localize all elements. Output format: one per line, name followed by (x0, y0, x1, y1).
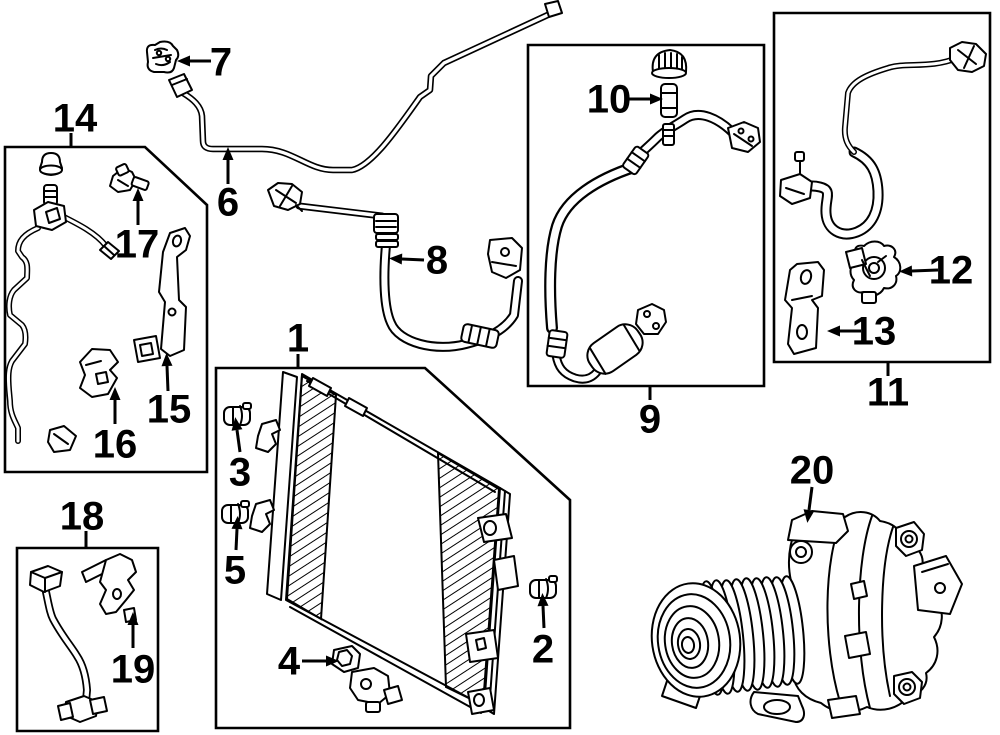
callout-12-number[interactable]: 12 (929, 248, 974, 292)
part-20-compressor (650, 510, 963, 723)
box-group-11 (772, 11, 992, 364)
callout-5-leader (234, 528, 239, 551)
box-group-9 (526, 43, 766, 388)
part-11-suction-pipe (779, 41, 987, 234)
box-group-14 (3, 145, 209, 474)
callout-16-number[interactable]: 16 (93, 422, 138, 466)
callout-6-arrowhead (222, 147, 234, 160)
part-17-fitting (109, 163, 150, 193)
callout-9-number[interactable]: 9 (639, 397, 661, 441)
part-5-grommet (221, 500, 250, 524)
callout-8-leader (401, 257, 425, 262)
part-8-suction-hose (267, 182, 523, 349)
callout-5-arrowhead (231, 516, 243, 530)
part-4-bracket (331, 645, 403, 713)
part-1-condenser (249, 371, 519, 715)
part-14-liquid-tube (8, 152, 120, 453)
callout-18-number[interactable]: 18 (60, 494, 105, 538)
callout-8-number[interactable]: 8 (426, 238, 448, 282)
callout-20[interactable]: 20 (790, 448, 835, 523)
callout-18[interactable]: 18 (60, 494, 105, 548)
callout-20-number[interactable]: 20 (790, 448, 835, 492)
box-group-18 (15, 546, 160, 733)
part-19-bracket (81, 553, 137, 623)
callout-7-number[interactable]: 7 (210, 40, 232, 84)
callout-11[interactable]: 11 (867, 362, 909, 414)
part-6-discharge-tube (168, 0, 563, 170)
callout-16[interactable]: 16 (93, 387, 138, 466)
callout-9[interactable]: 9 (639, 386, 661, 441)
diagram-artwork (8, 0, 987, 723)
callout-13[interactable]: 13 (827, 309, 896, 353)
part-16-bracket (79, 348, 119, 398)
callout-11-number[interactable]: 11 (867, 370, 909, 414)
callout-19[interactable]: 19 (111, 612, 156, 691)
callout-5-number[interactable]: 5 (224, 548, 246, 592)
callout-1-number[interactable]: 1 (287, 316, 309, 360)
callout-15-leader (165, 365, 170, 392)
part-15-bracket (133, 227, 191, 363)
callout-15[interactable]: 15 (147, 353, 192, 431)
condenser-clip-lower (249, 499, 275, 533)
part-12-pipe-clamp (845, 240, 902, 304)
callout-17[interactable]: 17 (115, 188, 160, 266)
callout-2-number[interactable]: 2 (532, 627, 554, 671)
callout-7-arrowhead (177, 55, 190, 67)
part-7-pipe-clamp (145, 40, 180, 74)
callout-14-number[interactable]: 14 (53, 96, 98, 140)
group-boxes-layer (3, 11, 992, 733)
callout-19-arrowhead (127, 612, 139, 625)
callout-4-number[interactable]: 4 (278, 639, 301, 683)
callout-10-number[interactable]: 10 (587, 77, 632, 121)
callout-2[interactable]: 2 (532, 593, 554, 671)
callout-4[interactable]: 4 (278, 639, 339, 683)
part-3-grommet (223, 402, 252, 426)
part-9-discharge-hose (546, 115, 761, 380)
callout-3-arrowhead (231, 417, 243, 431)
callout-6-number[interactable]: 6 (217, 180, 239, 224)
callout-8-arrowhead (389, 253, 403, 265)
callout-3-number[interactable]: 3 (229, 450, 251, 494)
callout-15-arrowhead (161, 353, 173, 367)
callout-10-arrowhead (650, 93, 663, 105)
callout-8[interactable]: 8 (389, 238, 448, 282)
part-10-service-valve (651, 49, 688, 118)
callout-14[interactable]: 14 (53, 96, 98, 147)
callout-16-arrowhead (109, 387, 121, 400)
callout-3[interactable]: 3 (229, 417, 251, 494)
callout-12[interactable]: 12 (899, 248, 973, 292)
callout-20-leader (807, 486, 814, 511)
condenser-clip-upper (255, 419, 281, 453)
box-group-1 (214, 366, 572, 730)
callout-1[interactable]: 1 (287, 316, 309, 369)
callout-4-arrowhead (326, 655, 339, 667)
callout-20-arrowhead (803, 509, 815, 523)
part-2-grommet (529, 575, 558, 599)
callout-5[interactable]: 5 (224, 516, 246, 592)
callout-3-leader (235, 429, 242, 453)
callout-13-number[interactable]: 13 (852, 309, 897, 353)
callout-12-arrowhead (899, 265, 913, 277)
part-13-pipe-bracket (784, 261, 825, 355)
callout-6[interactable]: 6 (217, 147, 239, 224)
callout-15-number[interactable]: 15 (147, 387, 192, 431)
part-18-tube (29, 565, 108, 723)
callout-12-leader (911, 268, 939, 273)
callout-17-number[interactable]: 17 (115, 222, 160, 266)
callout-2-arrowhead (537, 593, 549, 607)
callout-17-arrowhead (132, 188, 144, 201)
callout-2-leader (541, 605, 546, 629)
callout-10[interactable]: 10 (587, 77, 663, 121)
callout-19-number[interactable]: 19 (111, 647, 156, 691)
callout-13-arrowhead (827, 325, 840, 337)
callout-7[interactable]: 7 (177, 40, 232, 84)
